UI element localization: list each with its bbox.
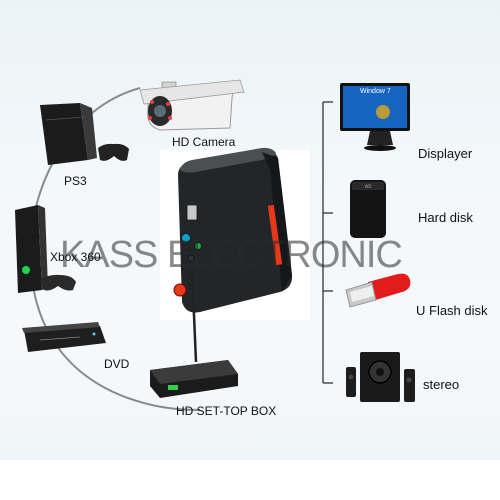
label-displayer: Displayer xyxy=(418,146,473,161)
svg-text:WD: WD xyxy=(364,184,371,189)
label-xbox-360: Xbox 360 xyxy=(50,250,101,264)
label-hard-disk: Hard disk xyxy=(418,210,473,225)
label-stereo: stereo xyxy=(423,377,460,392)
label-u-flash-disk: U Flash disk xyxy=(416,303,488,318)
label-dvd: DVD xyxy=(104,357,130,371)
label-settop-box: HD SET-TOP BOX xyxy=(176,404,277,418)
monitor-screen-text: Window 7 xyxy=(360,88,391,95)
label-ps3: PS3 xyxy=(64,174,87,188)
footer-credit: Powered by DIYTrade.com xyxy=(356,480,488,492)
label-hd-camera: HD Camera xyxy=(172,135,236,149)
watermark-text: KASS ELECTRONIC xyxy=(60,234,403,276)
